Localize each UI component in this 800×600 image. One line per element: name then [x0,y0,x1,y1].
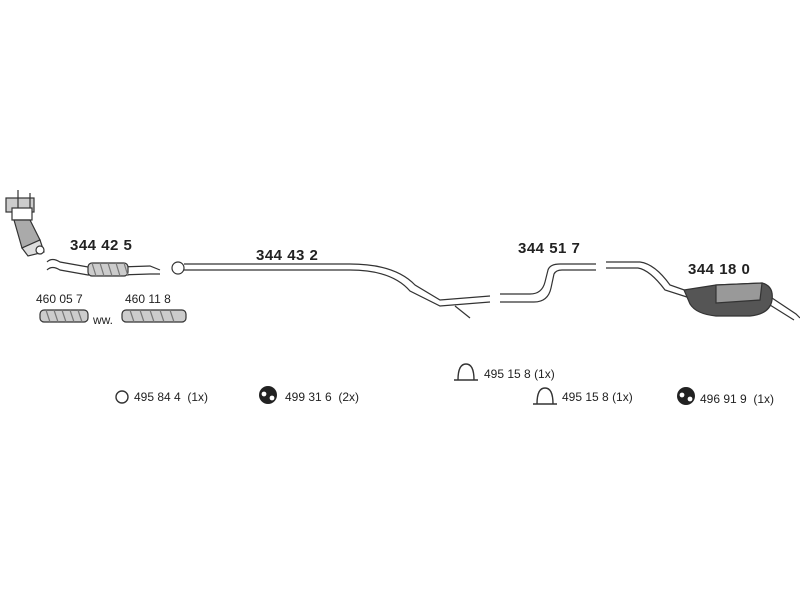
ring-icon [115,390,129,404]
clamp-icon [533,387,557,405]
accessory-2: 499 31 6 (2x) [285,390,359,404]
accessory-5: 496 91 9 (1x) [700,392,774,406]
label-intermediate-pipe: 344 51 7 [518,240,581,257]
accessory-code: 499 31 6 [285,390,332,404]
label-flex-a: 460 05 7 [36,292,83,306]
intermediate-pipe [500,263,596,303]
label-middle-pipe: 344 43 2 [256,247,319,264]
accessory-code: 495 15 8 [562,390,609,404]
flex-pipe-a [39,309,89,323]
catalytic-converter [5,190,45,257]
accessory-qty: (1x) [534,367,555,381]
flex-pipe-b [121,309,187,323]
rubber-mount-icon [677,387,695,405]
accessory-code: 495 84 4 [134,390,181,404]
accessory-4: 495 15 8 (1x) [562,390,633,404]
label-ww: ww. [93,313,114,327]
label-flex-b: 460 11 8 [125,292,171,306]
accessory-code: 495 15 8 [484,367,531,381]
rubber-mount-icon [259,386,277,404]
front-pipe [46,258,161,277]
accessory-qty: (1x) [612,390,633,404]
label-front-pipe: 344 42 5 [70,237,133,254]
accessory-qty: (1x) [187,390,209,404]
accessory-code: 496 91 9 [700,392,747,406]
accessory-qty: (2x) [338,390,360,404]
label-rear-silencer: 344 18 0 [688,261,751,278]
accessory-3: 495 15 8 (1x) [484,367,555,381]
accessory-1: 495 84 4 (1x) [134,390,208,404]
middle-pipe [171,261,491,319]
accessory-qty: (1x) [753,392,775,406]
clamp-icon [454,363,478,381]
rear-silencer [606,261,800,321]
